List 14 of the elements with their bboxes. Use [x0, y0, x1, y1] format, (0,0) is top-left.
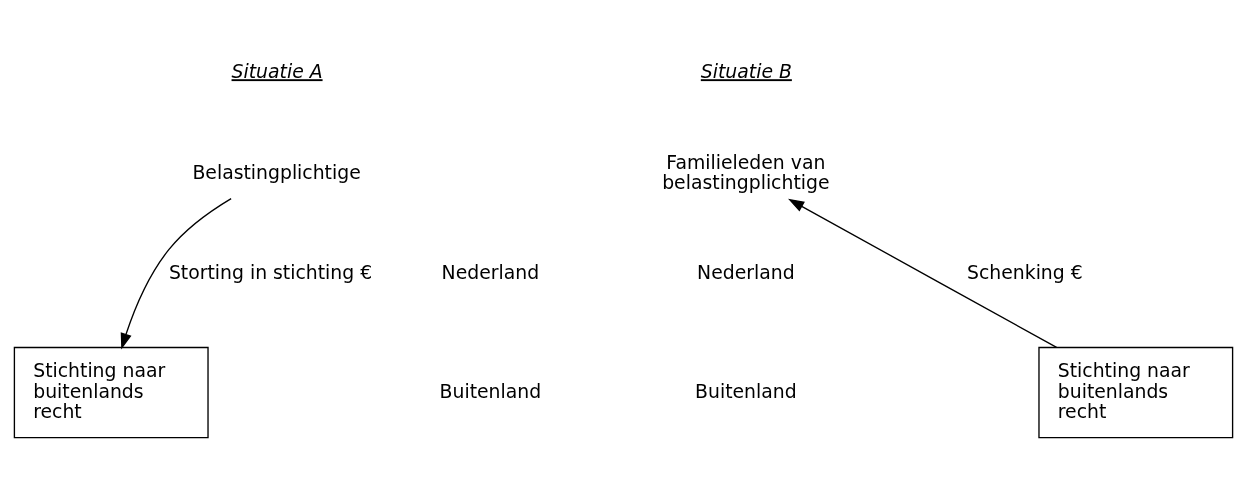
label: Nederland	[441, 261, 540, 283]
node-box: Stichting naar buitenlands recht	[13, 346, 209, 438]
node-text: Familieleden van belastingplichtige	[662, 151, 830, 193]
arrow	[120, 197, 232, 349]
label: Nederland	[697, 261, 795, 283]
label: Buitenland	[695, 380, 797, 402]
edge-label: Schenking €	[967, 261, 1083, 283]
label: Buitenland	[439, 380, 542, 402]
label: Situatie B	[700, 60, 792, 82]
node-box: Stichting naar buitenlands recht	[1038, 346, 1234, 438]
node-text: Belastingplichtige	[192, 161, 361, 183]
arrow	[788, 198, 1058, 348]
label: Situatie A	[231, 60, 323, 82]
edge-label: Storting in stichting €	[168, 261, 373, 283]
